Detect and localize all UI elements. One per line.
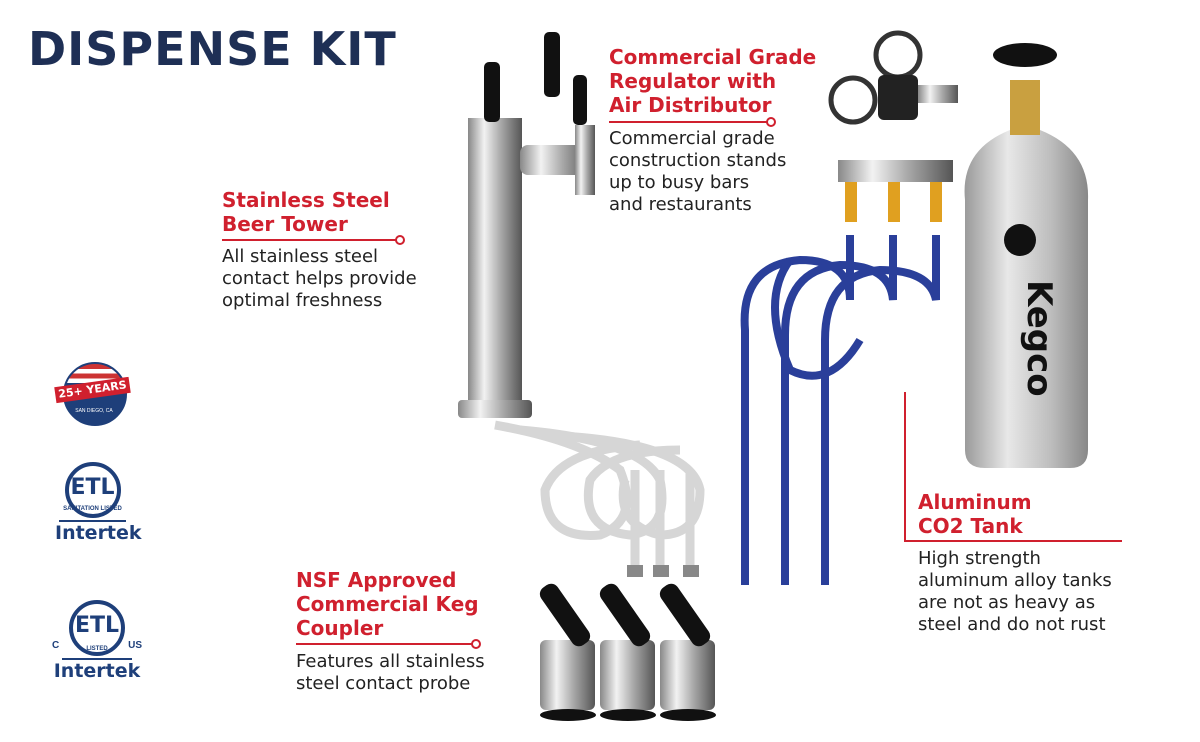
etl-logo: ETL — [64, 462, 121, 518]
body-line: Features all stainless — [296, 651, 485, 672]
etl-logo: ETL — [69, 600, 125, 656]
body-line: High strength — [918, 548, 1041, 569]
co2-tank: Kegco — [964, 43, 1089, 468]
body-line: aluminum alloy tanks — [918, 570, 1112, 591]
body-line: steel contact probe — [296, 673, 471, 694]
heading-line: Beer Tower — [222, 212, 348, 236]
tower-body: All stainless steel contact helps provid… — [222, 246, 417, 312]
body-line: and restaurants — [609, 194, 752, 215]
regulator-body: Commercial grade construction stands up … — [609, 128, 786, 216]
tank-brand-text: Kegco — [1019, 280, 1059, 397]
callout-line — [904, 392, 906, 542]
body-line: Commercial grade — [609, 128, 775, 149]
etl-c-mark: C — [52, 640, 60, 651]
coupler-heading: NSF Approved Commercial Keg Coupler — [296, 568, 479, 640]
heading-line: Aluminum — [918, 490, 1032, 514]
body-line: up to busy bars — [609, 172, 750, 193]
regulator-heading: Commercial Grade Regulator with Air Dist… — [609, 45, 816, 117]
etl-us-mark: US — [128, 640, 142, 651]
tower-heading: Stainless Steel Beer Tower — [222, 188, 390, 236]
heading-line: Regulator with — [609, 69, 777, 93]
heading-line: CO2 Tank — [918, 514, 1023, 538]
body-line: construction stands — [609, 150, 787, 171]
callout-line — [609, 121, 767, 123]
heading-line: Commercial Keg — [296, 592, 479, 616]
callout-line — [222, 239, 396, 241]
25-years-badge: 25+ YEARS SAN DIEGO, CA — [54, 362, 131, 426]
heading-line: Stainless Steel — [222, 188, 390, 212]
body-line: are not as heavy as — [918, 592, 1096, 613]
etl-listed-badge: ETL C US LISTED Intertek — [52, 600, 142, 682]
body-line: contact helps provide — [222, 268, 417, 289]
body-line: optimal freshness — [222, 290, 383, 311]
beer-tower — [458, 32, 595, 418]
callout-dot — [471, 639, 481, 649]
etl-ring-text: SANITATION LISTED — [63, 506, 122, 512]
tank-heading: Aluminum CO2 Tank — [918, 490, 1032, 538]
intertek-label: Intertek — [55, 522, 142, 544]
body-line: steel and do not rust — [918, 614, 1106, 635]
intertek-label: Intertek — [53, 660, 141, 682]
heading-line: Air Distributor — [609, 93, 772, 117]
page-title: DISPENSE KIT — [28, 22, 397, 76]
clear-beer-lines — [494, 420, 705, 570]
etl-sanitation-badge: ETL SANITATION LISTED Intertek — [55, 462, 142, 544]
callout-line — [904, 540, 1122, 542]
body-line: All stainless steel — [222, 246, 379, 267]
coupler-body: Features all stainless steel contact pro… — [296, 651, 485, 695]
regulator — [828, 30, 958, 222]
callout-dot — [766, 117, 776, 127]
heading-line: Commercial Grade — [609, 45, 817, 69]
callout-line — [296, 643, 472, 645]
heading-line: Coupler — [296, 616, 384, 640]
tank-body: High strength aluminum alloy tanks are n… — [918, 548, 1112, 636]
years-location: SAN DIEGO, CA — [75, 408, 113, 414]
keg-couplers — [539, 583, 716, 721]
heading-line: NSF Approved — [296, 568, 457, 592]
gas-lines — [740, 235, 940, 585]
callout-dot — [395, 235, 405, 245]
